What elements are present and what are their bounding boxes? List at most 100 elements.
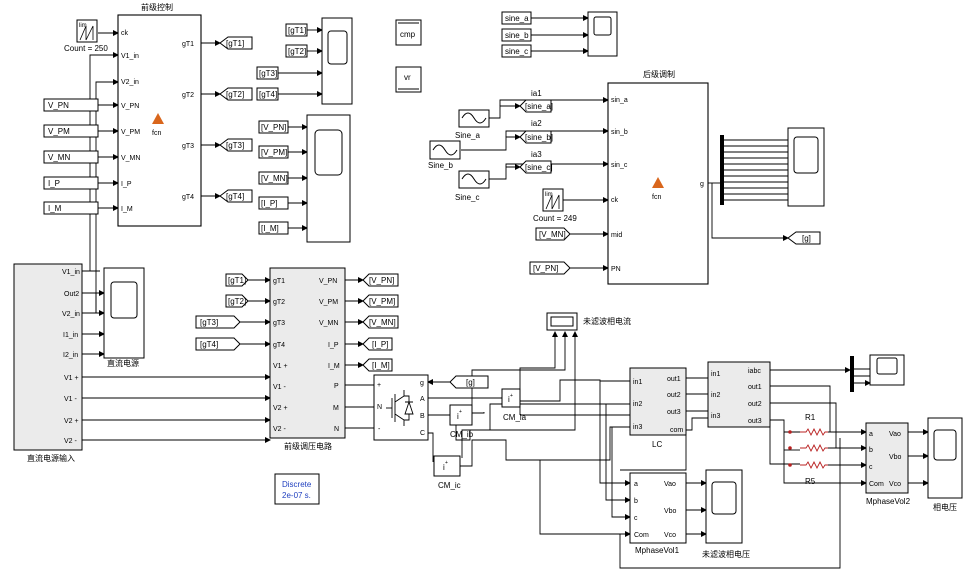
front-converter-subsystem[interactable]: gT1 gT2 gT3 gT4 V1 + V1 - V2 + V2 - V_PN… <box>269 267 346 451</box>
sine-c-label: Sine_c <box>455 193 479 202</box>
counter-block-2[interactable]: lim Count = 249 <box>533 188 577 223</box>
dc-port-v1p: V1 + <box>64 375 79 382</box>
lc-filter-subsystem[interactable]: in1 in2 in3 out1 out2 out3 com LC <box>629 367 687 449</box>
mp1-port-b: b <box>634 498 638 505</box>
ia2-label: ia2 <box>531 119 542 128</box>
scope-gt[interactable]: [gT1] [gT2] [gT3] [gT4] <box>256 17 353 105</box>
fc-port-gt2: gT2 <box>273 299 285 306</box>
from-g-label: [g] <box>466 378 475 387</box>
dc-scope-label: 直流电源 <box>107 358 139 368</box>
counter-block-1[interactable]: lim Count = 250 <box>64 19 108 53</box>
phase-current-display[interactable]: 未滤波相电流 <box>546 312 631 331</box>
svg-text:i: i <box>457 412 459 421</box>
lc-port-out1: out1 <box>667 376 681 383</box>
sine-block-b[interactable]: Sine_b <box>428 140 461 170</box>
ia3-label: ia3 <box>531 150 542 159</box>
display-icon <box>550 316 574 327</box>
fcn2-port-sina: sin_a <box>611 97 628 104</box>
cmp-block[interactable]: cmp <box>395 19 422 46</box>
goto-sine-c-label: [sine_c] <box>525 163 553 172</box>
mphase-vol1-subsystem[interactable]: a b c Com Vao Vbo Vco MphaseVol1 <box>629 472 687 555</box>
current-meas-subsystem[interactable]: in1 in2 in3 iabc out1 out2 out3 <box>707 361 771 428</box>
scope-gt-in4: [gT4] <box>259 90 277 99</box>
fc-port-vpm: V_PM <box>319 299 338 306</box>
scope-sine-in2: sine_b <box>505 31 529 40</box>
fcn2-from-blocks: [V_MN] [V_PN] <box>529 227 571 275</box>
svg-text:lim: lim <box>79 23 87 29</box>
dc-source-subsystem[interactable]: V1_in Out2 V2_in I1_in I2_in V1 + V1 - V… <box>13 263 83 463</box>
fc-port-v2m: V2 - <box>273 426 287 433</box>
sine-b-label: Sine_b <box>428 161 453 170</box>
three-level-inverter[interactable]: + N - g A B C <box>373 374 429 441</box>
phase-voltage-scope-label: 相电压 <box>933 502 957 512</box>
current-measurement-ib[interactable]: i + CM_ib <box>449 404 474 439</box>
current-measurement-ia[interactable]: i + CM_ia <box>501 388 527 422</box>
vr-block[interactable]: vr <box>395 66 422 93</box>
fcn2-port-sinc: sin_c <box>611 162 628 169</box>
powergui-block[interactable]: Discrete 2e-07 s. <box>274 473 320 505</box>
svg-text:+: + <box>510 393 513 399</box>
svg-text:+: + <box>459 409 462 415</box>
fcn2-port-pn: PN <box>611 266 621 273</box>
scope-sine-in3: sine_c <box>505 47 528 56</box>
fcn-block-front-control[interactable]: 前级控制 ck V1_in V2_in V_PN V_PM V_MN I_P I… <box>117 2 202 227</box>
mp1-port-a: a <box>634 481 638 488</box>
fcn1-port-gt3: gT3 <box>182 143 194 150</box>
scope-unfiltered-voltage[interactable]: 未滤波相电压 <box>702 469 750 559</box>
from-im-label: I_M <box>48 204 62 213</box>
dc-source-label: 直流电源输入 <box>27 453 75 463</box>
scope-v[interactable]: [V_PN] [V_PM] [V_MN] [I_P] [I_M] <box>258 114 351 243</box>
from-gt3-label: [gT3] <box>200 318 218 327</box>
scope-gt-in2: [gT2] <box>288 47 306 56</box>
powergui-mode: Discrete <box>282 480 312 489</box>
scope-phase-voltage[interactable]: 相电压 <box>927 417 963 512</box>
goto-gt4-label: [gT4] <box>226 192 244 201</box>
from-gt4-label: [gT4] <box>200 340 218 349</box>
svg-text:+: + <box>445 460 448 466</box>
scope-gt-in1: [gT1] <box>288 26 306 35</box>
ia1-label: ia1 <box>531 89 542 98</box>
svg-text:lim: lim <box>545 192 553 198</box>
from-gt1-label: [gT1] <box>228 276 246 285</box>
goto-ip-label: [I_P] <box>372 340 388 349</box>
scope-v-in3: [V_MN] <box>261 174 288 183</box>
scope-v-in4: [I_P] <box>261 199 277 208</box>
goto-vpm-label: [V_PM] <box>369 297 395 306</box>
sine-block-a[interactable]: Sine_a <box>455 109 490 140</box>
mp2-port-vao: Vao <box>889 431 901 438</box>
fcn1-fcn-label: fcn <box>152 130 161 137</box>
mux-bar-icon <box>850 356 854 392</box>
sine-block-c[interactable]: Sine_c <box>455 170 490 202</box>
scope-gt-in3: [gT3] <box>259 69 277 78</box>
mp2-port-vbo: Vbo <box>889 454 902 461</box>
sine-wave-icon <box>432 144 458 156</box>
mphase-vol2-subsystem[interactable]: a b c Com Vao Vbo Vco MphaseVol2 <box>865 422 911 506</box>
signal-lines <box>82 15 929 569</box>
fcn2-port-mid: mid <box>611 232 622 239</box>
bus-demux <box>720 135 724 205</box>
resistor-load[interactable]: R1 R5 <box>788 413 828 486</box>
vr-label: vr <box>404 73 411 82</box>
scope-screen-icon <box>110 281 138 319</box>
dc-scope[interactable]: 直流电源 <box>103 267 145 368</box>
from-gt2-label: [gT2] <box>228 297 246 306</box>
lc-port-in2: in2 <box>633 401 642 408</box>
front-converter-label: 前级调压电路 <box>284 441 332 451</box>
mp1-port-vbo: Vbo <box>664 508 677 515</box>
goto-g-label: [g] <box>802 234 811 243</box>
scope-iabc[interactable] <box>869 354 905 386</box>
from-ip-label: I_P <box>48 179 60 188</box>
scope-pwm[interactable] <box>787 127 825 207</box>
inv-port-b: B <box>420 413 425 420</box>
from-vmn-label: V_MN <box>48 153 70 162</box>
current-measurement-ic[interactable]: i + CM_ic <box>433 455 461 490</box>
meas-port-out2: out2 <box>748 401 762 408</box>
fcn-block-rear-modulation[interactable]: 后级调制 sin_a sin_b sin_c ck mid PN g fcn <box>607 69 709 285</box>
fcn1-port-ck: ck <box>121 30 129 37</box>
mphase-vol1-label: MphaseVol1 <box>635 546 680 555</box>
dc-port-i1in: I1_in <box>63 332 78 339</box>
inv-port-a: A <box>420 396 425 403</box>
scope-sine[interactable]: sine_a sine_b sine_c <box>501 11 618 58</box>
sine-gotos: ia1 [sine_a] ia2 [sine_b] ia3 [sine_c] <box>519 89 553 174</box>
